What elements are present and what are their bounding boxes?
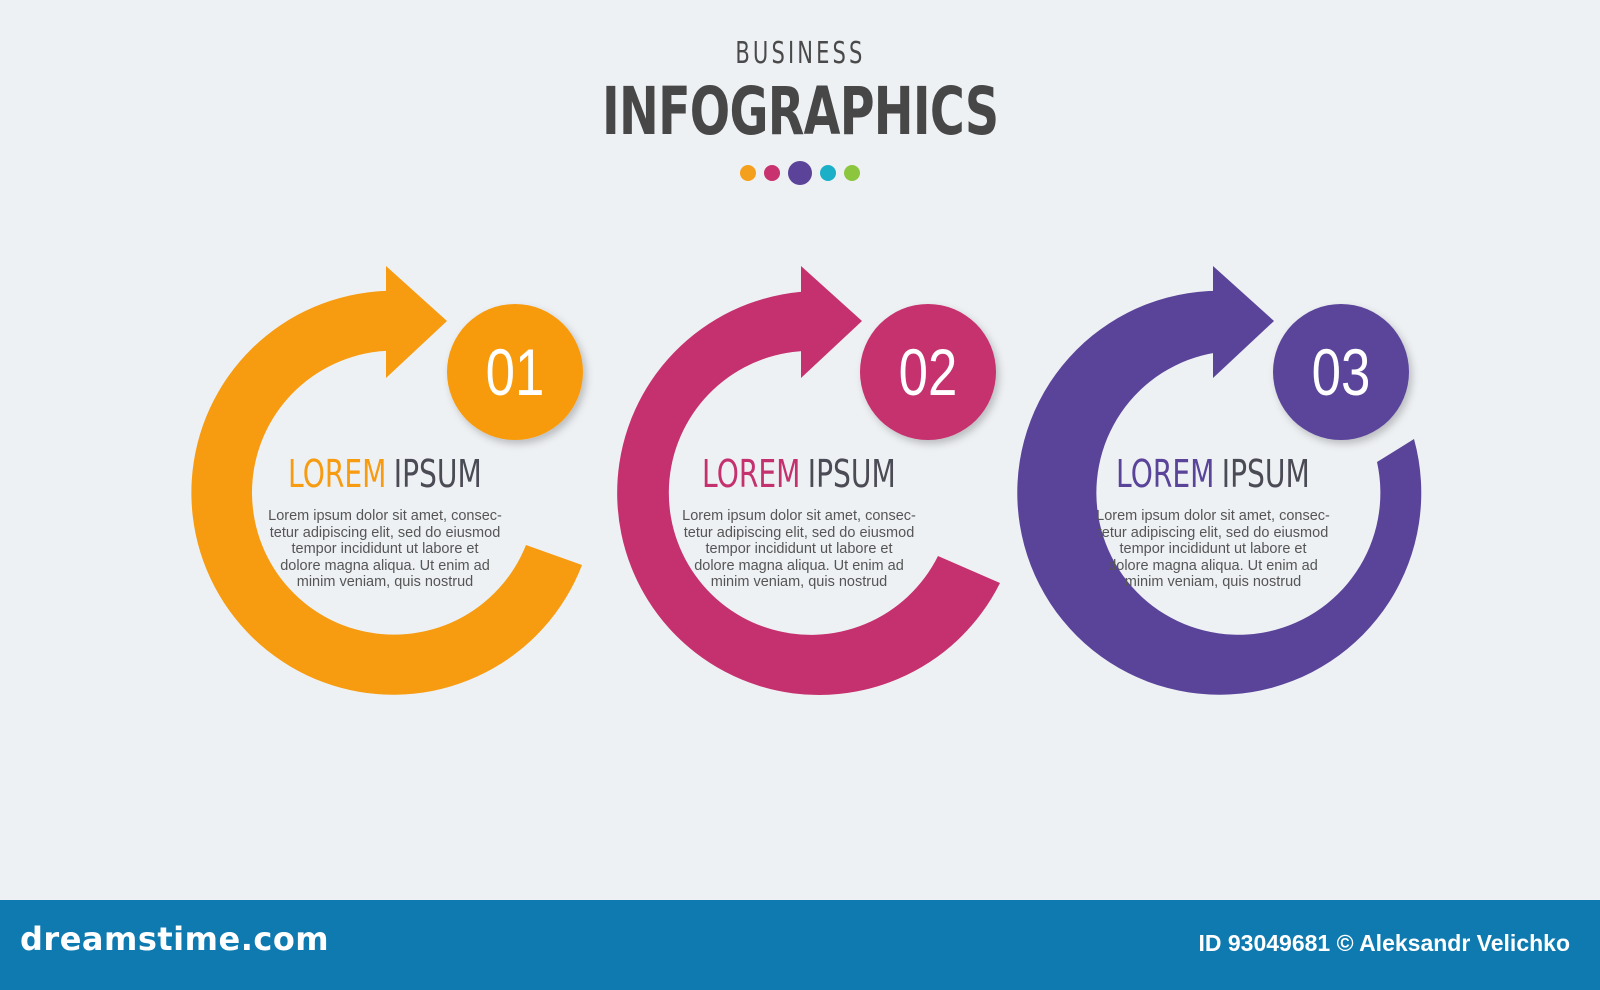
step-1-title-rest: IPSUM [393,452,482,496]
step-1-body: Lorem ipsum dolor sit amet, consec- tetu… [220,508,550,591]
step-2-arrow-head [801,266,862,378]
step-1-body-line: dolore magna aliqua. Ut enim ad [280,557,490,574]
step-3-arrow-head [1213,266,1274,378]
step-3-number: 03 [1312,335,1371,409]
step-2-body-line: tempor incididunt ut labore et [705,541,893,557]
color-dots [0,160,1600,186]
step-3-body-line: tempor incididunt ut labore et [1119,541,1307,557]
step-3-body-line: minim veniam, quis nostrud [1124,574,1302,590]
footer-bar: dreamstime.com ID 93049681 © Aleksandr V… [0,900,1600,990]
step-3-body-line: tetur adipiscing elit, sed do eiusmod [1097,524,1329,541]
step-1-arrow-head [386,266,447,378]
step-3-title-highlight: LOREM [1116,452,1215,496]
step-1-ring [191,266,582,695]
step-2-badge-circle [860,304,996,440]
step-2-body-line: dolore magna aliqua. Ut enim ad [694,557,904,574]
step-2-body: Lorem ipsum dolor sit amet, consec- tetu… [634,508,964,591]
step-1-body-line: Lorem ipsum dolor sit amet, consec- [268,508,502,524]
step-2-body-line: minim veniam, quis nostrud [710,574,888,590]
step-1-body-line: tetur adipiscing elit, sed do eiusmod [269,524,501,541]
step-3-badge: 03 [1273,304,1409,440]
step-1-arc [191,290,582,695]
step-3-title-rest: IPSUM [1221,452,1310,496]
dot-cyan [820,165,836,181]
step-1-body-line: minim veniam, quis nostrud [296,574,474,590]
dot-magenta [764,165,780,181]
brand-logo: dreamstime.com [20,920,330,958]
step-2-body-line: Lorem ipsum dolor sit amet, consec- [682,508,916,524]
step-1-title-highlight: LOREM [288,452,387,496]
step-2-badge: 02 [860,304,996,440]
step-2-number: 02 [899,335,958,409]
step-1-number: 01 [486,335,545,409]
image-credit: ID 93049681 © Aleksandr Velichko [1198,930,1570,956]
subtitle: BUSINESS [734,36,866,71]
step-1-body-line: tempor incididunt ut labore et [291,541,479,557]
step-3-body-line: Lorem ipsum dolor sit amet, consec- [1096,508,1330,524]
step-2-title-highlight: LOREM [702,452,801,496]
dot-orange [740,165,756,181]
step-2-body-line: tetur adipiscing elit, sed do eiusmod [683,524,915,541]
dot-green [844,165,860,181]
dot-purple [788,161,812,185]
infographic-canvas: BUSINESS INFOGRAPHICS [0,36,1600,695]
step-3-body-line: dolore magna aliqua. Ut enim ad [1108,557,1318,574]
header: BUSINESS INFOGRAPHICS [0,36,1600,186]
step-1-badge-circle [447,304,583,440]
step-3-body: Lorem ipsum dolor sit amet, consec- tetu… [1048,508,1378,591]
step-3-ring [1017,266,1422,695]
step-2-ring [617,266,1000,695]
step-3-arc [1017,290,1422,695]
step-3-badge-circle [1273,304,1409,440]
cycle-rings: 01 02 03 [191,266,1422,695]
step-2-title-rest: IPSUM [807,452,896,496]
step-1-badge: 01 [447,304,583,440]
page-title: INFOGRAPHICS [601,73,999,150]
